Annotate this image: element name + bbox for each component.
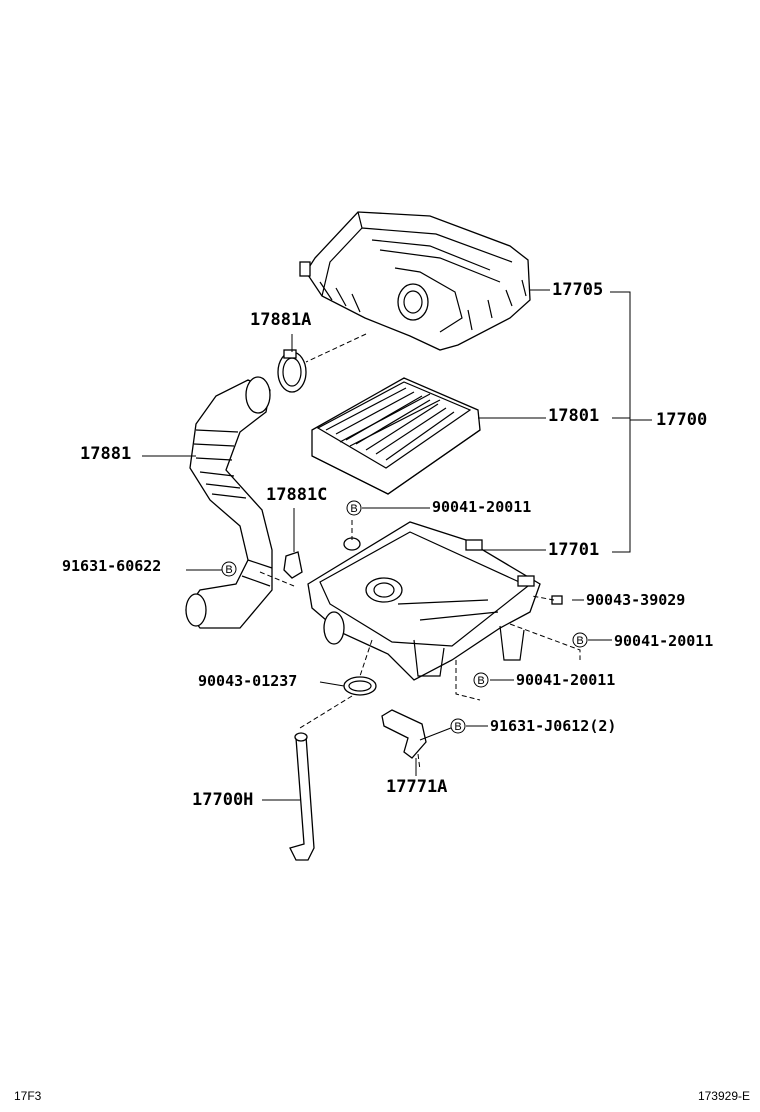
bolt-marker-1: B [346,500,362,516]
label-90041-20011-b: 90041-20011 [614,632,713,650]
label-17771a: 17771A [386,777,447,797]
label-91631-60622: 91631-60622 [62,557,161,575]
svg-text:B: B [350,503,357,515]
label-90043-39029: 90043-39029 [586,591,685,609]
label-17881a: 17881A [250,310,311,330]
intake-hose [185,376,273,629]
label-90041-20011-c: 90041-20011 [516,671,615,689]
label-90043-01237: 90043-01237 [198,672,297,690]
leader-lines [142,289,652,801]
footer-left-code: 17F3 [14,1089,42,1103]
air-filter-element [311,377,481,495]
bolt-marker-4: B [473,672,489,688]
svg-text:B: B [576,635,583,647]
air-cleaner-case [307,521,541,681]
o-ring [343,676,377,696]
air-cleaner-cap [299,211,531,351]
svg-text:B: B [225,564,232,576]
label-90041-20011-a: 90041-20011 [432,498,531,516]
bolt-marker-5: B [450,718,466,734]
footer-right-code: 173929-E [698,1089,750,1103]
drain-tube [289,732,315,861]
label-17700: 17700 [656,410,707,430]
label-17881c: 17881C [266,485,327,505]
assembly-lines [259,333,581,771]
hose-clamp-a [277,349,307,393]
svg-text:B: B [477,675,484,687]
label-17701: 17701 [548,540,599,560]
label-17705: 17705 [552,280,603,300]
label-17801: 17801 [548,406,599,426]
svg-text:B: B [454,721,461,733]
label-17700h: 17700H [192,790,253,810]
bolt-marker-2: B [221,561,237,577]
bracket [381,709,427,759]
hose-clip-c [283,551,303,579]
bolt-marker-3: B [572,632,588,648]
label-17881: 17881 [80,444,131,464]
label-91631-j0612: 91631-J0612(2) [490,717,616,735]
